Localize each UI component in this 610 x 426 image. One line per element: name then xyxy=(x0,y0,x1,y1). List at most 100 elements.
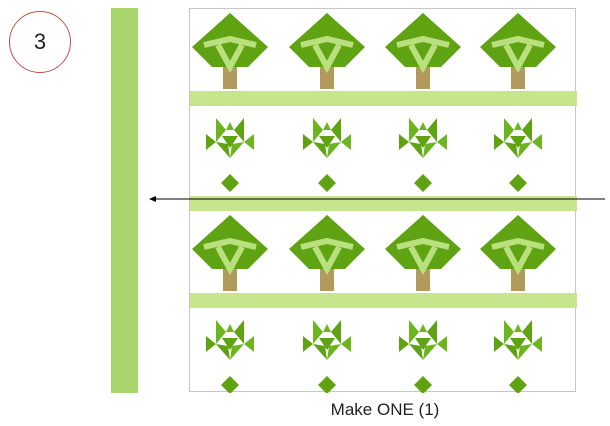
tree-block xyxy=(289,13,365,89)
caption: Make ONE (1) xyxy=(330,400,440,419)
star-triangle xyxy=(504,320,514,344)
star-triangle xyxy=(437,336,447,352)
star-triangle xyxy=(427,118,437,142)
tree-top xyxy=(413,13,433,33)
star-triangle xyxy=(234,320,244,344)
star-triangle xyxy=(510,136,526,148)
star-block xyxy=(206,320,254,393)
star-triangle xyxy=(244,336,254,352)
star-triangle xyxy=(323,122,331,130)
star-triangle xyxy=(331,118,341,142)
star-triangle xyxy=(423,142,437,158)
star-triangle xyxy=(504,142,518,158)
tree-chevron xyxy=(396,237,450,250)
tree-chevron xyxy=(300,35,354,48)
star-triangle xyxy=(341,134,351,150)
tree-top xyxy=(220,215,240,235)
star-triangle xyxy=(409,118,419,142)
tree-chevron xyxy=(503,245,533,276)
star-block xyxy=(494,118,542,192)
star-triangle xyxy=(244,134,254,150)
star-triangle xyxy=(514,324,522,332)
star-triangle xyxy=(303,336,313,352)
star-triangle xyxy=(518,142,532,158)
star-triangle xyxy=(510,338,526,350)
sashing-strip xyxy=(190,196,577,211)
step-number: 3 xyxy=(33,29,47,54)
tree-trunk xyxy=(511,267,525,291)
tree-chevron xyxy=(408,43,438,74)
star-triangle xyxy=(504,344,518,360)
star-triangle xyxy=(230,344,244,360)
star-triangle xyxy=(504,118,514,142)
star-block xyxy=(494,320,542,393)
star-diamond xyxy=(414,376,432,393)
star-triangle xyxy=(423,344,437,360)
sashing-strip xyxy=(190,91,577,106)
tree-trunk xyxy=(320,65,334,89)
star-triangle xyxy=(313,118,323,142)
quilt-pattern xyxy=(190,13,577,393)
quilt-panel xyxy=(189,8,577,393)
star-block xyxy=(303,320,351,393)
star-triangle xyxy=(419,122,427,130)
star-triangle xyxy=(409,320,419,344)
tree-trunk xyxy=(416,267,430,291)
tree-trunk xyxy=(223,65,237,89)
step-number-badge: 3 xyxy=(9,11,71,73)
star-triangle xyxy=(206,336,216,352)
star-triangle xyxy=(222,136,238,148)
star-triangle xyxy=(419,324,427,332)
tree-chevron xyxy=(312,43,342,74)
star-triangle xyxy=(206,134,216,150)
tree-top xyxy=(220,13,240,33)
star-triangle xyxy=(399,336,409,352)
star-triangle xyxy=(222,338,238,350)
star-triangle xyxy=(518,344,532,360)
star-triangle xyxy=(216,320,226,344)
sashing-strip xyxy=(190,293,577,308)
tree-block xyxy=(385,215,461,291)
tree-top xyxy=(413,215,433,235)
tree-block xyxy=(385,13,461,89)
star-triangle xyxy=(323,324,331,332)
star-triangle xyxy=(415,136,431,148)
star-triangle xyxy=(216,344,230,360)
star-block xyxy=(206,118,254,192)
star-triangle xyxy=(313,142,327,158)
tree-top xyxy=(508,215,528,235)
star-triangle xyxy=(327,344,341,360)
star-triangle xyxy=(409,142,423,158)
tree-chevron xyxy=(503,43,533,74)
tree-chevron xyxy=(203,35,257,48)
star-triangle xyxy=(303,134,313,150)
tree-top xyxy=(508,13,528,33)
star-triangle xyxy=(216,118,226,142)
star-triangle xyxy=(226,122,234,130)
star-diamond xyxy=(221,174,239,192)
star-triangle xyxy=(230,142,244,158)
tree-chevron xyxy=(300,237,354,250)
tree-chevron xyxy=(396,35,450,48)
tree-block xyxy=(480,13,556,89)
star-triangle xyxy=(522,118,532,142)
star-diamond xyxy=(414,174,432,192)
star-triangle xyxy=(532,336,542,352)
tree-chevron xyxy=(215,43,245,74)
star-triangle xyxy=(427,320,437,344)
star-triangle xyxy=(514,122,522,130)
star-triangle xyxy=(415,338,431,350)
tree-block xyxy=(480,215,556,291)
tree-chevron xyxy=(408,245,438,276)
star-diamond xyxy=(318,174,336,192)
tree-chevron xyxy=(203,237,257,250)
tree-block xyxy=(289,215,365,291)
star-triangle xyxy=(319,136,335,148)
star-triangle xyxy=(494,134,504,150)
tree-top xyxy=(317,215,337,235)
tree-chevron xyxy=(491,35,545,48)
side-border-strip xyxy=(111,8,138,393)
tree-top xyxy=(317,13,337,33)
star-triangle xyxy=(327,142,341,158)
star-diamond xyxy=(509,376,527,393)
